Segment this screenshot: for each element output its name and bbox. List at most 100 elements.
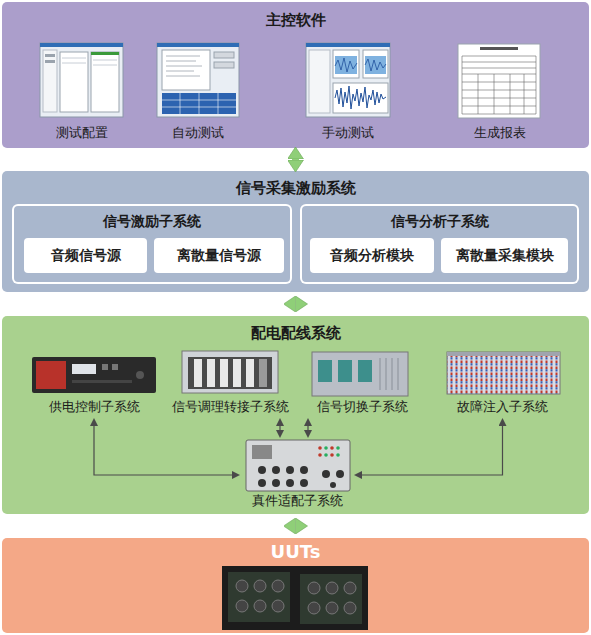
caption: 生成报表 [454, 125, 546, 142]
uut-photo-part [272, 600, 284, 612]
adapter-picture-part [300, 479, 308, 487]
screenshot-config-part [91, 52, 119, 112]
equipment-node: 故障注入子系统 [440, 350, 565, 418]
module-box: 音频分析模块 [310, 238, 434, 273]
uut-photo-part [326, 582, 338, 594]
signal-conditioning-picture-part [246, 359, 254, 387]
screenshot-report-part [462, 106, 536, 107]
screenshot-config-part [93, 65, 117, 66]
uut-photo-part [254, 580, 266, 592]
module-label: 音频信号源 [51, 247, 121, 265]
screenshot-report-part [462, 68, 536, 69]
caption: 信号调理转接子系统 [171, 399, 289, 416]
adapter-picture-part [272, 466, 280, 474]
power-unit-picture-part [112, 364, 118, 370]
uut-photo-part [236, 600, 248, 612]
uut-photo-part [228, 572, 290, 622]
heading: 信号分析子系统 [300, 213, 579, 231]
signal-switch-picture-part [380, 358, 381, 390]
heading: 信号采集激励系统 [2, 179, 589, 198]
screenshot-auto-part [166, 61, 196, 62]
equipment-node: 手动测试 [302, 40, 394, 144]
screenshot-report-part [462, 74, 536, 75]
module-label: 音频分析模块 [330, 247, 414, 265]
screenshot-auto-part [199, 93, 200, 114]
screenshot-report-part [462, 62, 536, 63]
adapter-picture-part [336, 470, 344, 478]
equipment-node: 供电控制子系统 [24, 350, 164, 418]
fault-injection-picture-part [447, 352, 560, 356]
signal-conditioning-picture-part [220, 359, 228, 387]
caption: 手动测试 [302, 125, 394, 142]
caption: 故障注入子系统 [440, 399, 565, 416]
signal-conditioning-picture-part [188, 357, 272, 389]
fault-injection-picture-part [447, 352, 560, 394]
uut-photo-part [326, 602, 338, 614]
screenshot-auto-part [157, 43, 239, 117]
signal-switch-picture-part [386, 358, 387, 390]
equipment-node: 信号调理转接子系统 [171, 350, 289, 418]
adapter-picture-part [286, 479, 294, 487]
module-label: 离散量信号源 [177, 247, 261, 265]
screenshot-auto-part [157, 43, 239, 47]
screenshot-report-part [510, 74, 511, 114]
adapter-picture-part [330, 453, 334, 457]
uut-band: UUTs [2, 538, 589, 633]
screenshot-config-part [40, 43, 123, 47]
adapter-picture-part [318, 446, 322, 450]
equipment-node: 真件适配子系统 [240, 438, 354, 512]
screenshot-report-part [536, 56, 537, 114]
signal-conditioning-picture-part [182, 351, 278, 393]
screenshot-auto-part [166, 56, 200, 57]
signal-conditioning-picture-part [233, 359, 241, 387]
screenshot-config-part [91, 52, 119, 55]
screenshot-auto [157, 43, 239, 117]
uut-photo [222, 566, 368, 630]
screenshot-auto-part [162, 50, 210, 90]
screenshot-config-part [45, 54, 55, 57]
screenshot-config-part [62, 58, 86, 59]
uut-photo-part [344, 602, 356, 614]
screenshot-report-part [478, 74, 479, 114]
screenshot-report-part [462, 90, 536, 91]
adapter-picture-part [324, 446, 328, 450]
adapter-picture [246, 440, 350, 491]
module-box: 音频信号源 [24, 238, 147, 273]
power-unit-picture-part [72, 380, 132, 383]
screenshot-report-part [462, 56, 536, 57]
screenshot-manual-part [335, 86, 386, 109]
uut-photo-part [222, 566, 368, 630]
screenshot-auto-part [214, 52, 234, 58]
caption: 供电控制子系统 [24, 399, 164, 416]
power-unit-picture-part [136, 371, 144, 379]
screenshot-config-part [45, 60, 55, 63]
screenshot-manual-part [309, 50, 330, 113]
screenshot-report-part [524, 74, 525, 114]
screenshot-manual-part [335, 58, 357, 72]
adapter-picture-part [336, 453, 340, 457]
caption: 信号切换子系统 [306, 399, 418, 416]
screenshot-auto-part [166, 71, 194, 72]
equipment-node: 测试配置 [36, 40, 128, 144]
adapter-picture-part [246, 440, 350, 491]
adapter-picture-part [330, 482, 336, 488]
equipment-node: 生成报表 [454, 40, 546, 144]
screenshot-config-part [60, 52, 88, 112]
uut-photo-part [272, 580, 284, 592]
signal-switch-picture-part [398, 358, 399, 390]
screenshot-report-part [494, 74, 495, 114]
system-band: 配电配线系统供电控制子系统信号调理转接子系统信号切换子系统故障注入子系统真件适配… [2, 316, 589, 514]
screenshot-auto-part [218, 93, 219, 114]
uut-photo-part [300, 574, 362, 624]
uut-photo-part [254, 600, 266, 612]
equipment-node: 自动测试 [152, 40, 244, 144]
screenshot-manual-part [335, 56, 357, 74]
adapter-picture-part [330, 446, 334, 450]
signal-conditioning-picture-part [259, 359, 267, 387]
screenshot-manual-part [306, 43, 390, 47]
heading: UUTs [2, 541, 589, 562]
signal-switch-picture [312, 352, 408, 396]
adapter-picture-part [286, 466, 294, 474]
signal-conditioning-picture [182, 351, 278, 393]
